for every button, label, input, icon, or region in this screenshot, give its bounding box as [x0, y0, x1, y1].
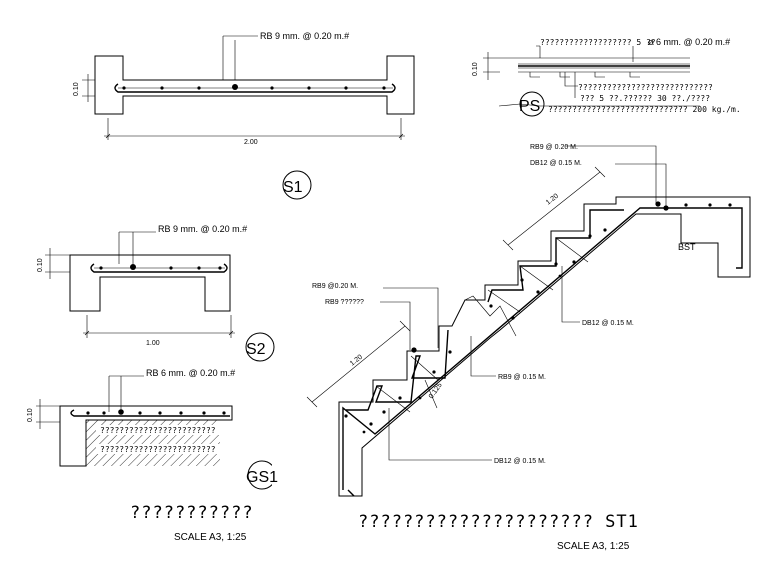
ps-tag: PS [519, 98, 540, 115]
stair-db12-mid-note: DB12 @ 0.15 M. [582, 320, 634, 327]
s2-span-label: 1.00 [146, 340, 160, 347]
gs1-soil-note-2: ???????????????????????? [100, 445, 216, 454]
stair-db12-top-note: DB12 @ 0.15 M. [530, 160, 582, 167]
section-gs1: RB 6 mm. @ 0.20 m.# ????????????????????… [27, 368, 286, 490]
gs1-rebar-note: RB 6 mm. @ 0.20 m.# [146, 368, 235, 378]
ps-note-5: ????????????????????????????? 200 kg./m. [548, 105, 741, 114]
left-title: ??????????? [130, 503, 254, 523]
s1-thickness-label: 0.10 [73, 82, 80, 96]
stair-rb9-mid-note: RB9 @ 0.15 M. [498, 374, 546, 381]
ps-note-1: ??????????????????? 5 ?? [540, 38, 656, 47]
ps-note-4: ??? 5 ??.?????? 30 ??./???? [580, 94, 710, 103]
stair-rb9-left-note: RB9 @0.20 M. [312, 283, 358, 290]
stair-db12-bottom-note: DB12 @ 0.15 M. [494, 458, 546, 465]
right-title: ????????????????????? ST1 [358, 512, 639, 532]
gs1-soil-note-1: ???????????????????????? [100, 426, 216, 435]
section-s1: RB 9 mm. @ 0.20 m.# 0.10 2.00 S1 [73, 31, 415, 200]
gs1-thickness-label: 0.10 [27, 408, 34, 422]
s2-tag: S2 [246, 341, 266, 358]
gs1-tag: GS1 [246, 469, 278, 486]
left-scale: SCALE A3, 1:25 [174, 532, 247, 543]
section-s2: RB 9 mm. @ 0.20 m.# 0.10 1.00 S2 [37, 224, 275, 362]
s2-rebar-note: RB 9 mm. @ 0.20 m.# [158, 224, 247, 234]
drawing-titles: ??????????? SCALE A3, 1:25 ?????????????… [130, 503, 639, 552]
stair-rb9-extra-note: RB9 ?????? [325, 299, 364, 306]
stair-bst-label: BST [678, 242, 696, 252]
stair-slab-thickness: 0.125 [428, 382, 444, 400]
s1-tag: S1 [283, 179, 303, 196]
s1-span-label: 2.00 [244, 139, 258, 146]
s2-thickness-label: 0.10 [37, 258, 44, 272]
section-ps: ??????????????????? 5 ?? ø 6 mm. @ 0.20 … [472, 37, 741, 117]
ps-note-3: ???????????????????????????? [578, 83, 713, 92]
s1-rebar-note: RB 9 mm. @ 0.20 m.# [260, 31, 349, 41]
right-scale: SCALE A3, 1:25 [557, 541, 630, 552]
stair-rb9-top-note: RB9 @ 0.20 M. [530, 144, 578, 151]
section-st1-stair: RB9 @ 0.20 M. DB12 @ 0.15 M. 1.20 BST RB… [306, 144, 751, 497]
ps-thickness-label: 0.10 [472, 62, 479, 76]
stair-top-dim: 1.20 [545, 193, 560, 207]
ps-note-2: ø 6 mm. @ 0.20 m.# [648, 37, 730, 47]
